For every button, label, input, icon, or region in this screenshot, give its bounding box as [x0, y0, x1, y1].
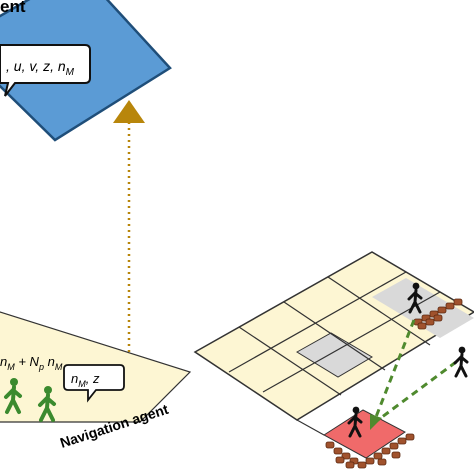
arrow-head-icon [113, 100, 145, 123]
gray-cell-2 [296, 332, 373, 378]
target-cell [323, 409, 406, 459]
upper-agent-plane: ent , u, v, z, nM [0, 0, 172, 142]
navigation-agent-plane: nM + Np nM nM, z Navigation agent [0, 311, 192, 451]
upper-agent-bubble-text: , u, v, z, nM [6, 58, 75, 78]
gray-cell-1 [372, 278, 474, 338]
path-arrow-head-icon [370, 414, 382, 430]
path-arrows [372, 319, 457, 423]
navigation-formula: nM + Np nM [0, 354, 63, 372]
walker-icon-2 [453, 345, 469, 378]
upper-agent-bubble [0, 44, 91, 97]
navigation-bubble [63, 364, 125, 403]
upper-agent-title: ent [0, 0, 26, 16]
isometric-grid [193, 251, 474, 469]
navigation-bubble-text: nM, z [71, 371, 100, 389]
upward-arrow [113, 100, 145, 380]
